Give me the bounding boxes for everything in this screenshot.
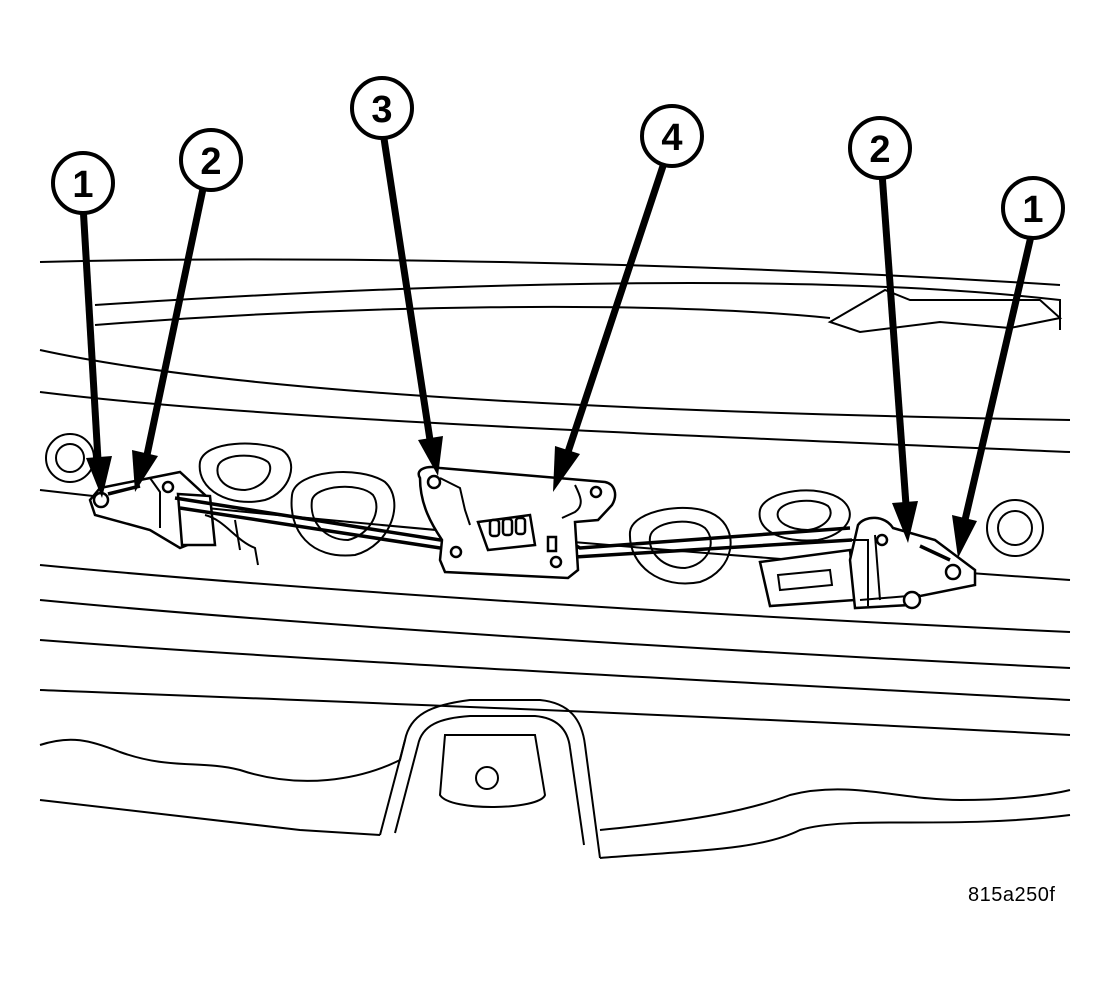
callout-label: 1: [1022, 189, 1043, 231]
right-latch-bracket: [758, 516, 977, 610]
callout-1-right: 1: [1001, 176, 1065, 240]
callout-label: 4: [661, 117, 682, 159]
callout-leaders: [79, 131, 1036, 562]
figure-id: 815a250f: [968, 884, 1056, 906]
callout-1-left: 1: [51, 151, 115, 215]
callout-2-right: 2: [848, 116, 912, 180]
callout-label: 3: [371, 89, 392, 131]
center-latch: [417, 465, 617, 580]
callout-2-left: 2: [179, 128, 243, 192]
callout-label: 2: [869, 129, 890, 171]
callout-4: 4: [640, 104, 704, 168]
left-latch-bracket: [88, 470, 259, 566]
callout-label: 2: [200, 141, 221, 183]
callout-label: 1: [72, 164, 93, 206]
callout-3: 3: [350, 76, 414, 140]
